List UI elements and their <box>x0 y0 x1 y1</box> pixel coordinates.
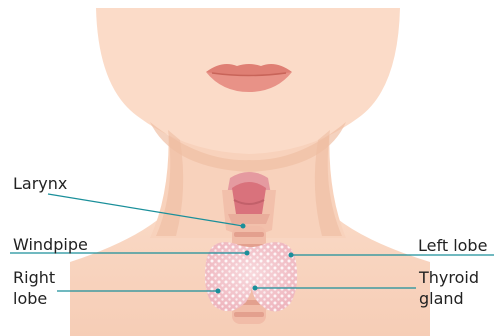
right-lobe-pointer-dot <box>216 289 221 294</box>
label-windpipe: Windpipe <box>13 235 88 254</box>
label-thyroid-line1: Thyroid <box>419 268 479 287</box>
label-thyroid-line2: gland <box>419 289 464 308</box>
label-left-lobe: Left lobe <box>418 236 487 255</box>
larynx-icon <box>222 172 276 235</box>
thyroid-pointer-dot <box>253 286 258 291</box>
larynx-pointer-dot <box>241 224 246 229</box>
left-lobe-pointer-dot <box>289 253 294 258</box>
windpipe-pointer-dot <box>245 251 250 256</box>
label-larynx: Larynx <box>13 174 67 193</box>
label-right-lobe-line2: lobe <box>13 289 47 308</box>
label-right-lobe-line1: Right <box>13 268 55 287</box>
